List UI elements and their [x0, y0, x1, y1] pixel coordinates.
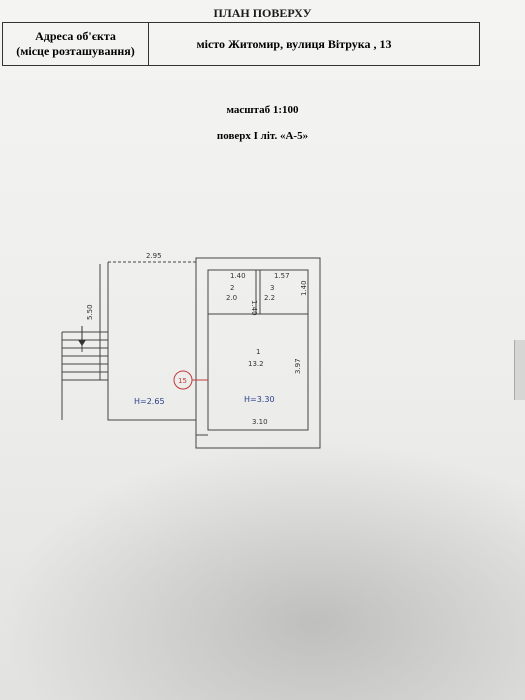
dim-room3-height: 1.40: [300, 280, 308, 296]
room3-number: 3: [270, 284, 274, 292]
room1-number: 1: [256, 348, 260, 356]
page-title: ПЛАН ПОВЕРХУ: [213, 6, 312, 20]
photo-shadow: [0, 440, 525, 700]
dim-room2-width: 1.40: [230, 272, 246, 280]
height-left: H=2.65: [134, 397, 165, 406]
address-label-line2: (місце розташування): [16, 44, 135, 58]
building-outer-wall: [195, 257, 321, 449]
circled-number: 15: [178, 377, 187, 385]
left-block-outline: [107, 262, 196, 421]
dim-room1-width: 3.10: [252, 418, 268, 426]
address-table: Адреса об'єкта (місце розташування) міст…: [2, 22, 480, 66]
room2-number: 2: [230, 284, 234, 292]
address-value-cell: місто Житомир, вулиця Вітрука , 13: [196, 37, 392, 51]
down-arrow-icon: [78, 326, 86, 346]
dim-top-left: 2.95: [146, 252, 162, 260]
height-right: H=3.30: [244, 395, 275, 404]
floor-plan: 2.95 5.50 1.40 1.40 1.57 1.40 3.97 3.10 …: [61, 252, 321, 449]
room3-area: 2.2: [264, 294, 275, 302]
page-edge: [514, 340, 525, 400]
scale-label: масштаб 1:100: [226, 104, 299, 116]
address-label-cell: Адреса об'єкта (місце розташування): [3, 23, 149, 65]
room2-area: 2.0: [226, 294, 237, 302]
building-inner-wall: [207, 269, 309, 431]
dim-room1-height: 3.97: [294, 358, 302, 374]
room1-area: 13.2: [248, 360, 264, 368]
dim-left-side: 5.50: [86, 304, 94, 320]
address-label-line1: Адреса об'єкта: [35, 29, 116, 43]
floor-label: поверх I літ. «А-5»: [216, 130, 309, 142]
dim-room3-width: 1.57: [274, 272, 290, 280]
stairs: [61, 331, 108, 420]
dim-room2-height: 1.40: [250, 300, 258, 316]
